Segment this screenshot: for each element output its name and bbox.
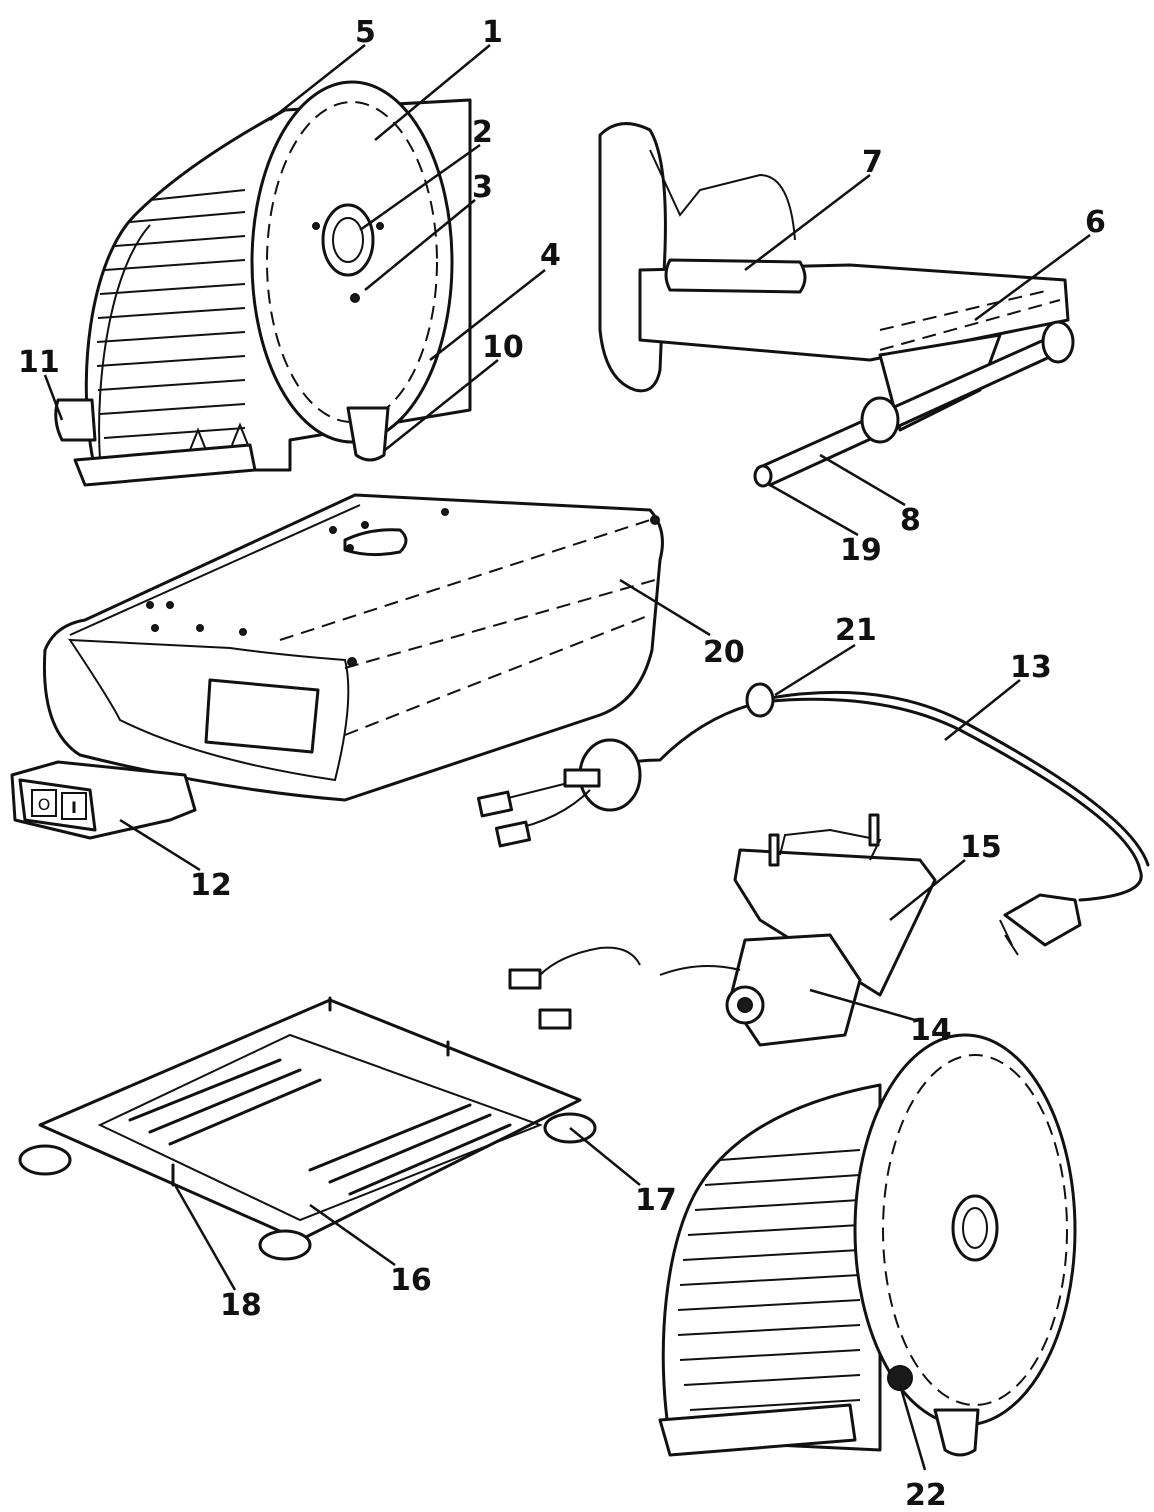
callout-4: 4 xyxy=(540,238,561,273)
top-oval-opening xyxy=(343,528,408,557)
callout-13: 13 xyxy=(1010,650,1052,685)
rocker-switch: O I xyxy=(10,760,197,840)
callout-20: 20 xyxy=(703,635,745,670)
callout-14: 14 xyxy=(910,1013,952,1048)
callout-5: 5 xyxy=(355,15,376,50)
blade-hub xyxy=(321,203,375,277)
callout-8: 8 xyxy=(900,503,921,538)
carriage-handle xyxy=(664,258,807,294)
motor-bracket xyxy=(733,848,937,997)
vent-slots xyxy=(96,189,246,461)
cord-strain-relief xyxy=(745,682,775,718)
callout-19: 19 xyxy=(840,533,882,568)
callout-2: 2 xyxy=(472,115,493,150)
housing-cover xyxy=(42,493,664,802)
base-ribs xyxy=(128,1058,512,1196)
support-leg xyxy=(346,406,390,462)
callout-10: 10 xyxy=(482,330,524,365)
rear-vent-slots xyxy=(677,1149,861,1411)
display-window xyxy=(204,678,320,754)
slicer-body-front-view xyxy=(54,80,472,487)
callout-3: 3 xyxy=(472,170,493,205)
callout-18: 18 xyxy=(220,1288,262,1323)
callout-22: 22 xyxy=(905,1478,947,1512)
callout-11: 11 xyxy=(18,345,60,380)
callout-6: 6 xyxy=(1085,205,1106,240)
base-plate xyxy=(18,996,597,1261)
switch-off-symbol: O xyxy=(38,795,51,814)
blade-screw-hole xyxy=(350,293,360,303)
carriage-foot xyxy=(73,443,257,487)
callout-7: 7 xyxy=(862,145,883,180)
callout-21: 21 xyxy=(835,613,877,648)
callout-labels: 1 2 3 4 5 6 7 8 10 11 12 13 14 15 16 17 … xyxy=(18,15,1106,1512)
rear-knob-screw xyxy=(887,1365,913,1391)
callout-12: 12 xyxy=(190,868,232,903)
power-cord xyxy=(476,682,1150,956)
callout-16: 16 xyxy=(390,1263,432,1298)
rubber-foot xyxy=(18,1144,72,1176)
food-carriage xyxy=(598,122,1075,488)
plug xyxy=(1003,893,1082,947)
callout-17: 17 xyxy=(635,1183,677,1218)
motor-assembly xyxy=(508,813,937,1047)
slicer-body-rear-view xyxy=(658,1033,1077,1457)
callout-15: 15 xyxy=(960,830,1002,865)
rod-bushing xyxy=(860,396,900,444)
switch-on-symbol: I xyxy=(71,798,77,817)
callout-1: 1 xyxy=(482,15,503,50)
leader-lines xyxy=(43,44,1091,1471)
